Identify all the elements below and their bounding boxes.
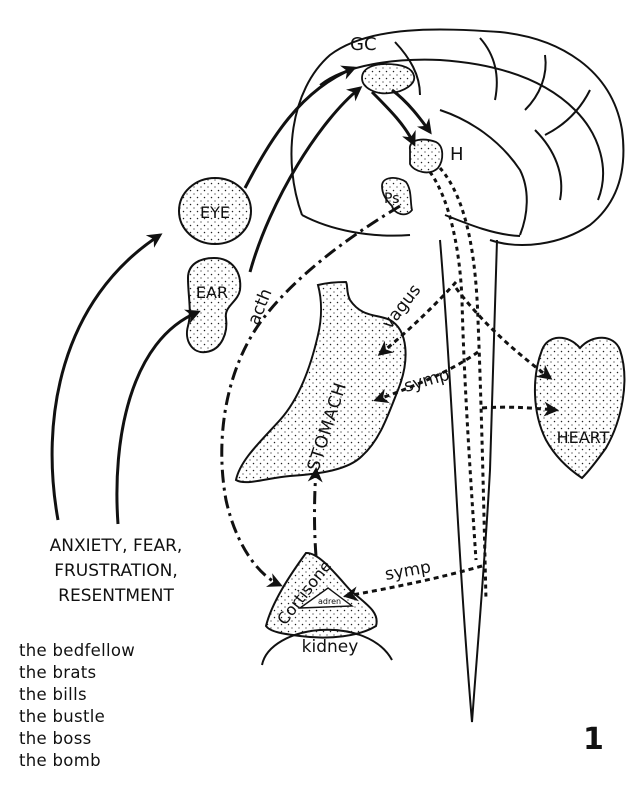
vagus-to-heart-arrow: [456, 288, 550, 378]
symp-stomach-label: symp: [402, 365, 452, 397]
brain-outline: [291, 30, 623, 245]
sensory-pathways: [52, 68, 430, 524]
ps-label: Ps: [384, 191, 400, 207]
cause-item: the brats: [19, 662, 135, 684]
kidney-label: kidney: [302, 637, 359, 657]
eye-label: EYE: [200, 203, 230, 222]
cause-item: the bedfellow: [19, 640, 135, 662]
hypothalamus: [410, 140, 442, 173]
stress-to-eye-arrow: [52, 235, 160, 520]
cause-item: the bills: [19, 684, 135, 706]
h-label: H: [450, 144, 464, 165]
ear-to-gc-arrow: [250, 88, 360, 272]
adren-label: adren: [318, 597, 341, 606]
gc-to-h-arrow-1: [372, 92, 414, 144]
stress-line: ANXIETY, FEAR,: [2, 534, 230, 559]
gc-label: GC: [350, 34, 377, 55]
gc-to-h-arrow-2: [392, 90, 430, 132]
figure-number: 1: [583, 722, 604, 757]
spinal-cord: [440, 240, 497, 722]
ear: [187, 258, 240, 352]
cause-item: the boss: [19, 728, 135, 750]
stress-line: FRUSTRATION,: [2, 559, 230, 584]
stress-causes-list: the bedfellow the brats the bills the bu…: [19, 640, 135, 772]
stress-emotions: ANXIETY, FEAR, FRUSTRATION, RESENTMENT: [2, 534, 230, 609]
heart: [535, 338, 624, 478]
stress-line: RESENTMENT: [2, 584, 230, 609]
heart-label: HEART: [557, 428, 610, 447]
cause-item: the bustle: [19, 706, 135, 728]
ear-label: EAR: [196, 283, 228, 302]
eye-to-gc-arrow: [245, 68, 354, 188]
cause-item: the bomb: [19, 750, 135, 772]
cortisone-to-stomach-pathway: [315, 470, 317, 556]
vagus-label: vagus: [378, 281, 425, 334]
gc-gland: [362, 64, 414, 93]
stress-to-ear-arrow: [117, 312, 198, 524]
